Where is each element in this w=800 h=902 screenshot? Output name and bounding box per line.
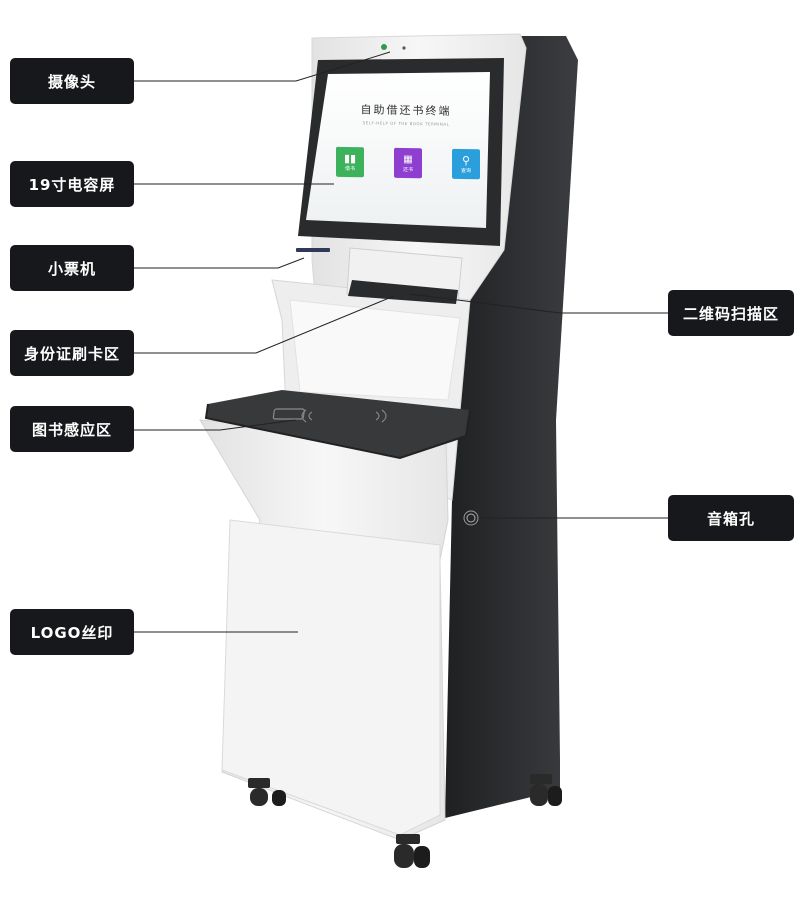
caster-wheels xyxy=(248,774,562,868)
receipt-slot xyxy=(296,248,330,252)
callout-speaker-hole: 音箱孔 xyxy=(668,495,794,541)
kiosk-side-panel xyxy=(445,36,578,818)
speaker-grille xyxy=(463,510,479,526)
callout-touch-screen: 19寸电容屏 xyxy=(10,161,134,207)
callout-book-sensing-area: 图书感应区 xyxy=(10,406,134,452)
rfid-card-icon xyxy=(272,408,305,420)
leader-receipt-printer xyxy=(134,257,305,269)
book-sensing-panel xyxy=(206,390,470,458)
callout-id-card-area: 身份证刷卡区 xyxy=(10,330,134,376)
leader-book-sensing xyxy=(134,419,297,431)
callout-logo-print: LOGO丝印 xyxy=(10,609,134,655)
kiosk-cavity xyxy=(289,299,461,401)
callout-receipt-printer: 小票机 xyxy=(10,245,134,291)
leader-qr-scan xyxy=(409,293,668,314)
leader-id-card xyxy=(134,295,395,354)
kiosk-front-face xyxy=(221,519,441,836)
callout-camera: 摄像头 xyxy=(10,58,134,104)
leader-camera xyxy=(134,51,391,82)
callout-qr-scan-area: 二维码扫描区 xyxy=(668,290,794,336)
camera-lens xyxy=(381,44,387,50)
